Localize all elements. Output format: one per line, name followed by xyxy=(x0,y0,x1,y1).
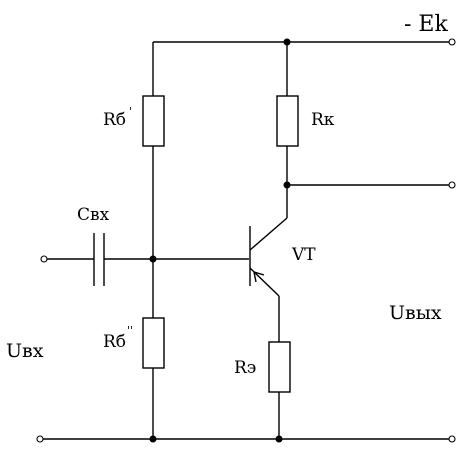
junction-ground-right xyxy=(275,435,283,443)
label-transistor: VT xyxy=(291,245,316,265)
label-rb1-mark: ' xyxy=(129,105,132,118)
terminal-output xyxy=(448,181,456,189)
label-re: Rэ xyxy=(234,358,256,378)
terminal-supply xyxy=(448,38,456,46)
transistor-emitter-arrow xyxy=(253,270,265,283)
terminal-ground-left xyxy=(36,435,44,443)
terminals xyxy=(36,38,456,443)
label-rk: Rк xyxy=(311,110,335,130)
label-c-input: Свх xyxy=(77,205,110,225)
capacitor-c-input xyxy=(93,233,105,286)
transistor-vt xyxy=(249,217,288,297)
terminal-ground-right xyxy=(448,435,456,443)
transistor-collector xyxy=(249,217,288,251)
junction-collector xyxy=(283,181,291,189)
junction-supply xyxy=(283,38,291,46)
label-rb2: Rб xyxy=(103,332,126,352)
junction-dots xyxy=(149,38,291,443)
resistor-rb1 xyxy=(142,95,165,147)
label-rb1: Rб xyxy=(103,110,126,130)
wires xyxy=(43,41,449,440)
resistor-rb2 xyxy=(142,317,165,369)
label-rb2-mark: '' xyxy=(127,324,133,337)
junction-ground-left xyxy=(149,435,157,443)
resistor-re xyxy=(268,341,291,393)
terminal-input xyxy=(40,255,48,263)
label-u-output: Uвых xyxy=(389,302,442,324)
junction-base xyxy=(149,255,157,263)
label-supply: - Ek xyxy=(404,12,448,37)
resistor-rk xyxy=(276,95,299,147)
label-u-input: Uвх xyxy=(6,340,44,362)
